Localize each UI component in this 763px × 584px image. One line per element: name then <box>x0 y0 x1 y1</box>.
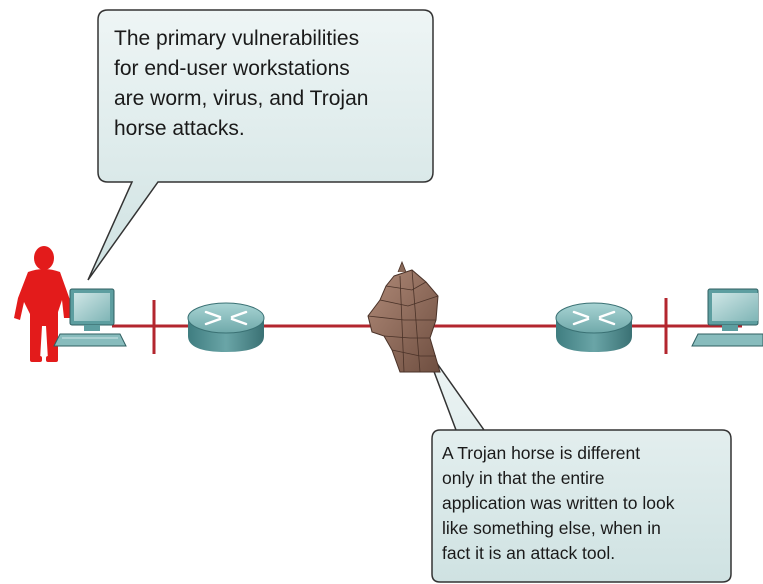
top-callout-line: The primary vulnerabilities <box>114 24 424 54</box>
computer-icon <box>692 289 763 346</box>
bottom-callout-line: A Trojan horse is different <box>442 441 732 466</box>
router-icon <box>556 303 632 352</box>
bottom-callout-line: like something else, when in <box>442 516 732 541</box>
trojan-horse-icon <box>368 262 440 372</box>
router-icon <box>188 303 264 352</box>
bottom-callout-line: application was written to look <box>442 491 732 516</box>
bottom-callout-text: A Trojan horse is different only in that… <box>442 441 732 566</box>
top-callout-line: are worm, virus, and Trojan <box>114 84 424 114</box>
bottom-callout-line: only in that the entire <box>442 466 732 491</box>
bottom-callout-line: fact it is an attack tool. <box>442 541 732 566</box>
top-callout-text: The primary vulnerabilities for end-user… <box>114 24 424 144</box>
top-callout-line: horse attacks. <box>114 114 424 144</box>
top-callout-line: for end-user workstations <box>114 54 424 84</box>
